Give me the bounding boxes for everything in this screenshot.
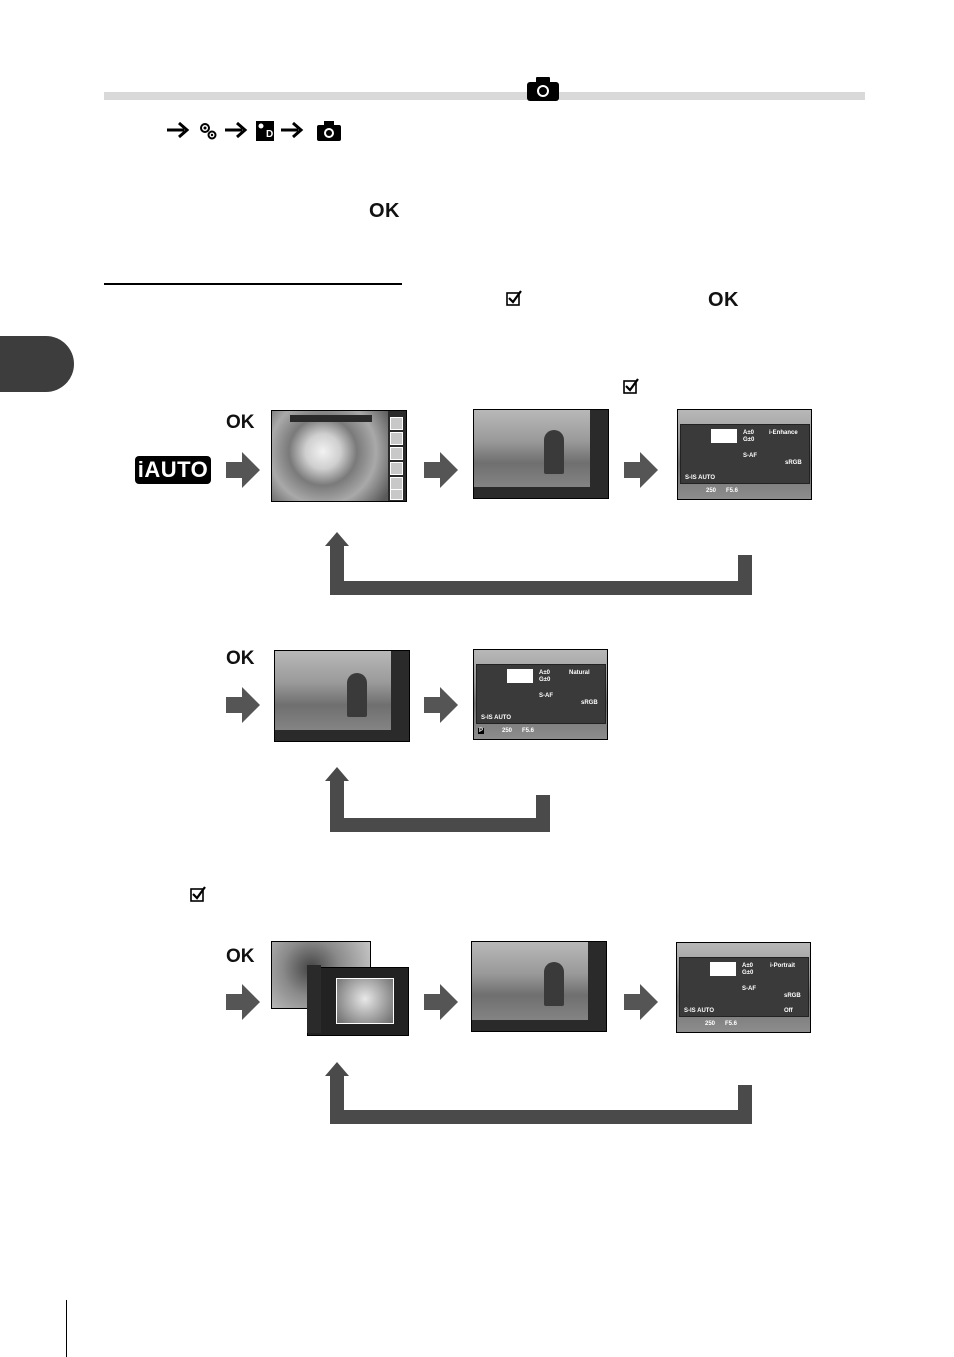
arrow-right-icon (281, 121, 304, 139)
flow-arrow-icon (226, 687, 260, 723)
screen-scene-menu (271, 941, 409, 1036)
checkbox-checked-icon (506, 290, 522, 306)
screen-live-control (473, 409, 609, 499)
section-header-bar (104, 92, 865, 100)
footer-rule (66, 1300, 67, 1357)
arrow-right-icon (225, 121, 248, 139)
flow-arrow-icon (624, 984, 658, 1020)
ok-button-label: OK (708, 289, 739, 311)
svg-text:D: D (266, 129, 273, 140)
flow-arrow-icon (424, 452, 458, 488)
screen-live-control (274, 650, 410, 742)
return-arrow-icon (325, 767, 550, 832)
checkbox-checked-icon (623, 378, 639, 394)
flow-arrow-icon (226, 452, 260, 488)
camera-icon (317, 121, 341, 141)
section-underline (104, 283, 402, 285)
screen-art-filter-menu (271, 410, 407, 502)
custom-menu-d-icon: D (256, 121, 274, 141)
ok-button-label: OK (226, 648, 255, 669)
ok-button-label: OK (226, 412, 255, 433)
iauto-mode-badge: iAUTO (135, 456, 211, 484)
ok-button-label: OK (226, 946, 255, 967)
return-arrow-icon (325, 532, 752, 595)
checkbox-checked-icon (190, 886, 206, 902)
arrow-right-icon (167, 121, 190, 139)
screen-super-control-panel: A±0 G±0 i-Enhance S-AF sRGB S-IS AUTO 25… (677, 409, 812, 500)
gears-icon (200, 123, 217, 140)
screen-super-control-panel: A±0 G±0 Natural S-AF sRGB S-IS AUTO P 25… (473, 649, 608, 740)
screen-super-control-panel: A±0 G±0 i-Portrait S-AF sRGB Off S-IS AU… (676, 942, 811, 1033)
flow-arrow-icon (226, 984, 260, 1020)
ok-button-label: OK (369, 200, 400, 222)
camera-icon (527, 77, 559, 101)
chapter-tab (0, 336, 74, 392)
screen-live-control (471, 941, 607, 1032)
flow-arrow-icon (424, 687, 458, 723)
return-arrow-icon (325, 1062, 752, 1124)
menu-path: D (166, 119, 346, 145)
flow-arrow-icon (624, 452, 658, 488)
flow-arrow-icon (424, 984, 458, 1020)
